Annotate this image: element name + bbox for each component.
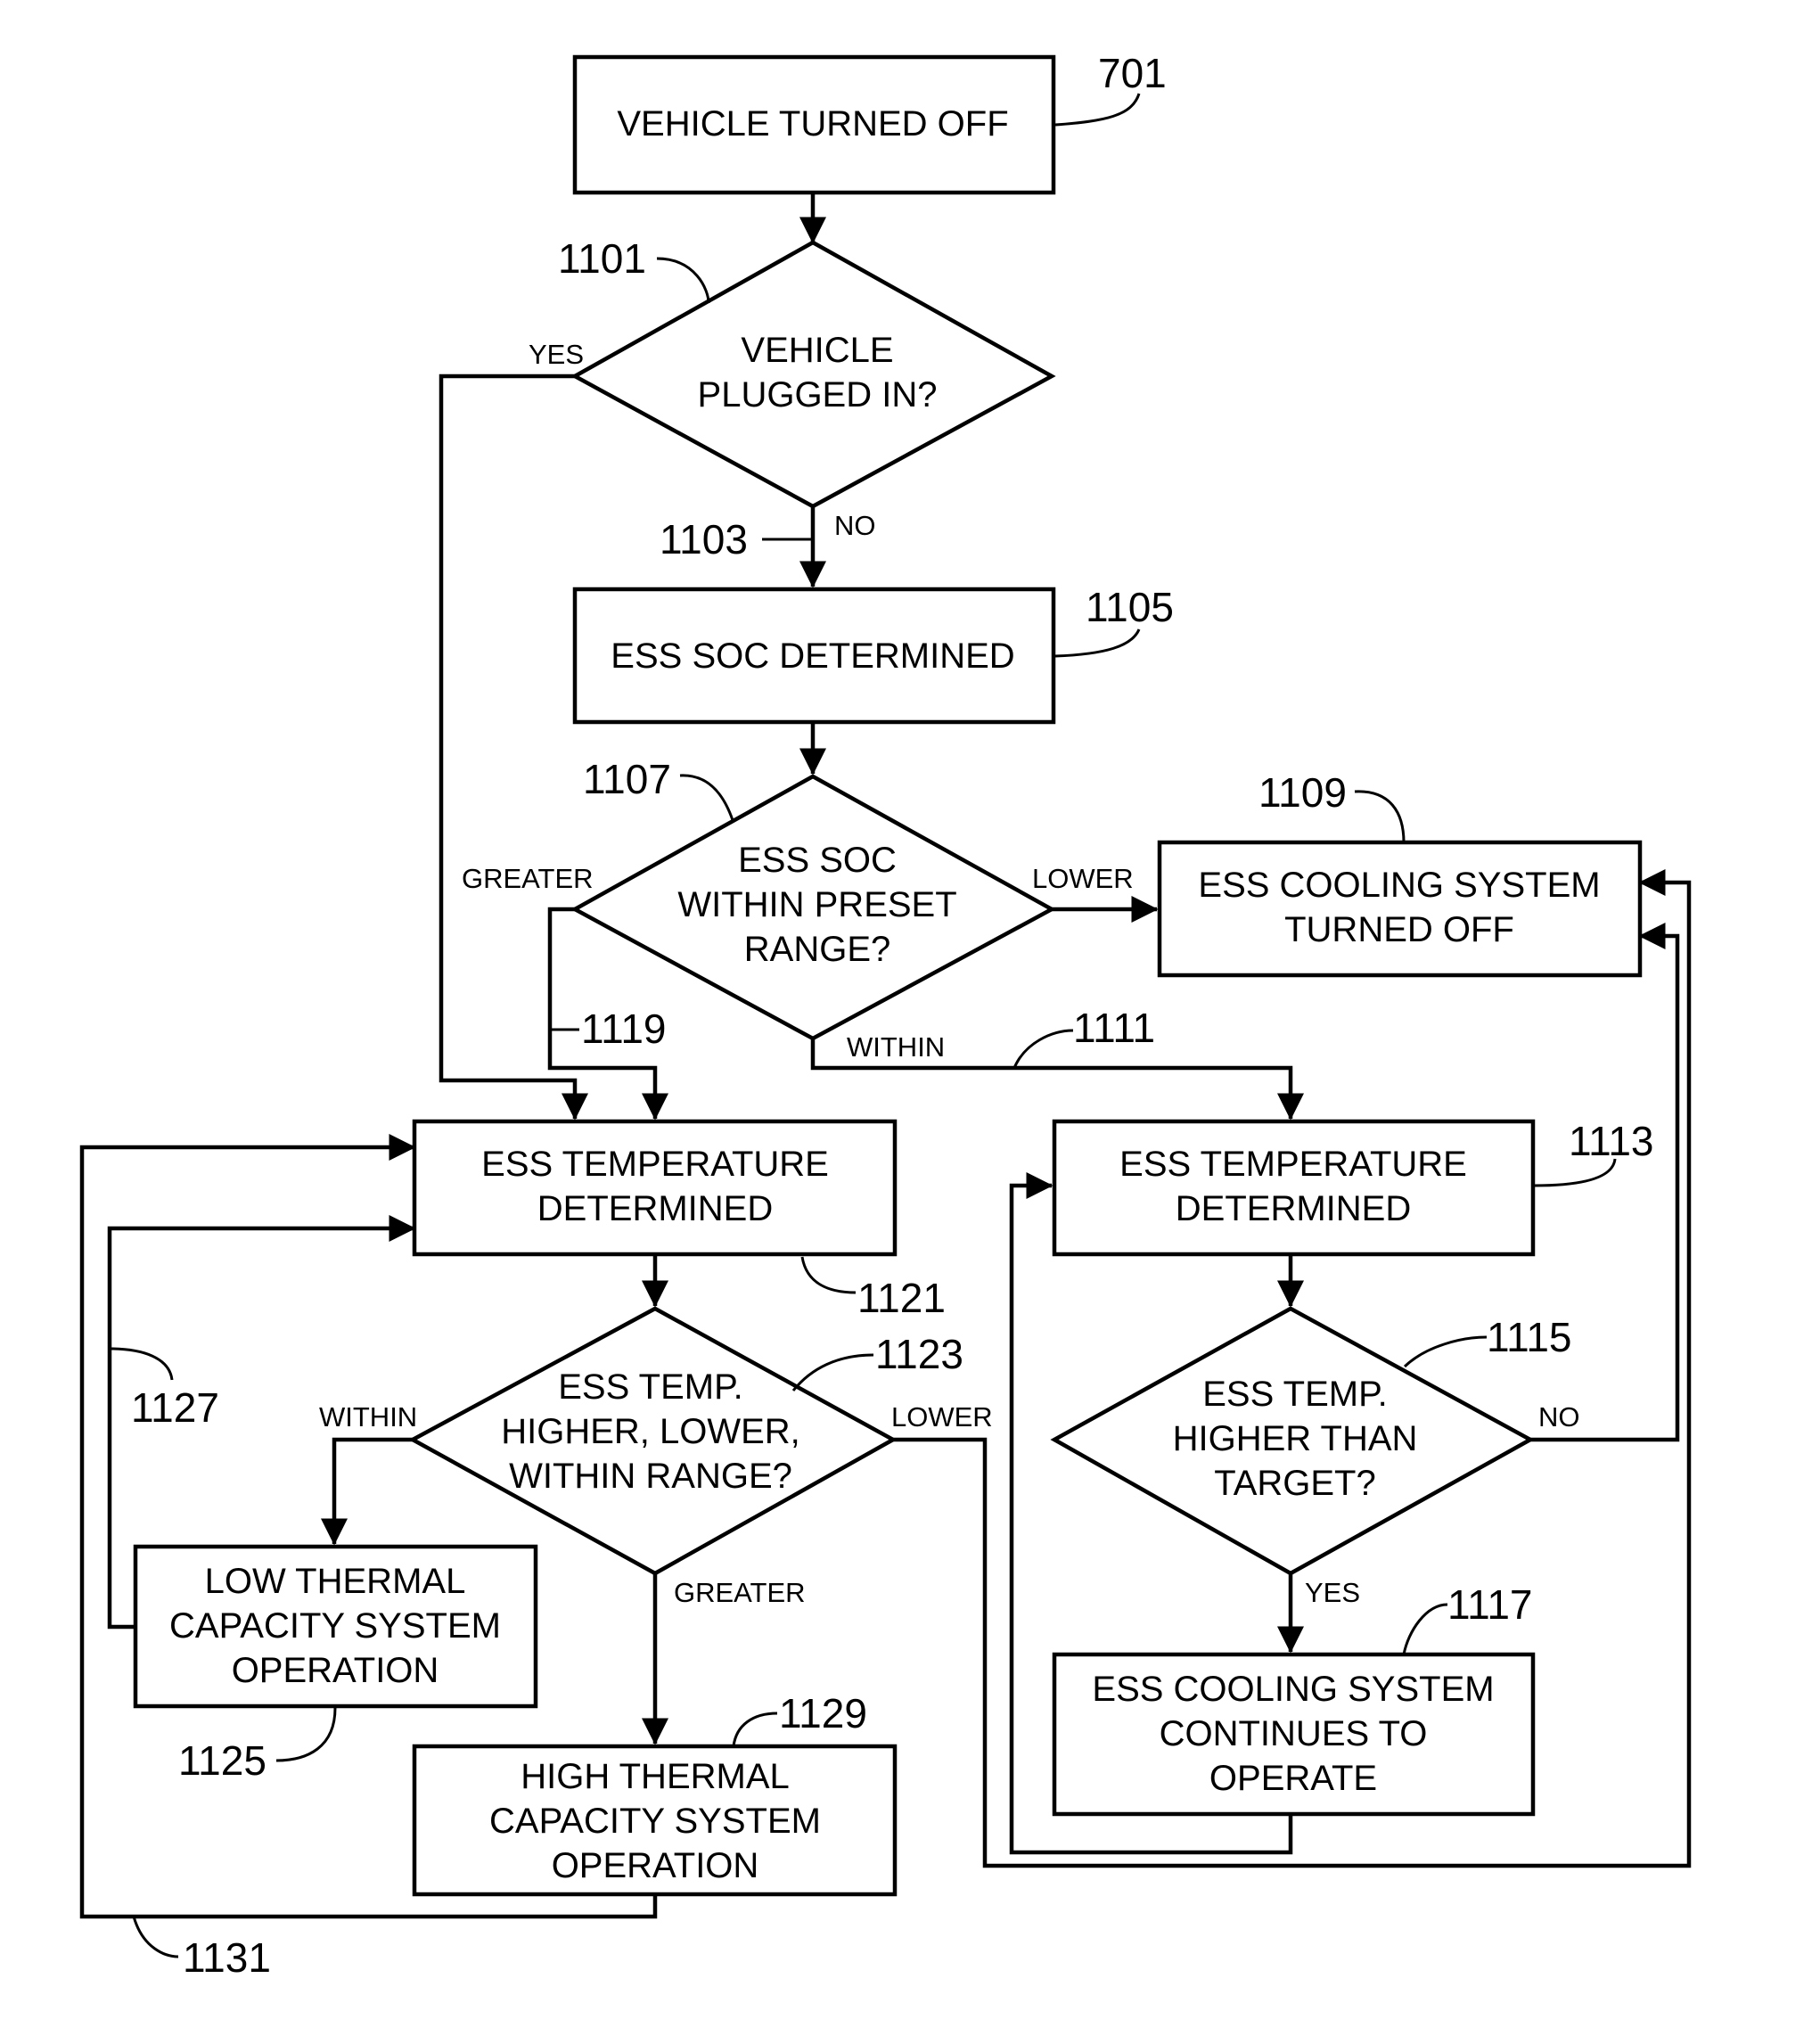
ref-1123: 1123 — [875, 1331, 963, 1377]
edge-label-soc-lower: LOWER — [1032, 863, 1134, 894]
ref-1129: 1129 — [779, 1690, 867, 1736]
node-1117-line-3: OPERATE — [1209, 1759, 1377, 1798]
reference-numerals: 701 1101 1103 1105 1107 1109 1111 1113 1… — [131, 50, 1654, 1981]
node-1107-line-3: RANGE? — [744, 930, 891, 969]
leader-1121 — [800, 1256, 857, 1294]
edge-1107-within-to-1113 — [810, 1039, 1304, 1121]
node-1123-line-2: HIGHER, LOWER, — [501, 1412, 800, 1451]
process-box-1105: ESS SOC DETERMINED — [572, 587, 1056, 725]
process-box-701: VEHICLE TURNED OFF — [572, 54, 1056, 195]
node-1107-line-1: ESS SOC — [738, 841, 897, 880]
node-1129-line-3: OPERATION — [552, 1846, 759, 1885]
edge-label-target-no: NO — [1538, 1401, 1580, 1433]
edge-labels: YES NO GREATER LOWER WITHIN WITHIN LOWER… — [319, 339, 1580, 1608]
node-1107-line-2: WITHIN PRESET — [677, 885, 956, 924]
node-1125-line-2: CAPACITY SYSTEM — [169, 1606, 501, 1646]
node-1115-line-3: TARGET? — [1214, 1464, 1376, 1503]
ref-1125: 1125 — [178, 1737, 266, 1784]
edge-1117-loop-to-1113 — [1009, 1172, 1293, 1855]
ref-1107: 1107 — [583, 756, 671, 802]
ref-1119: 1119 — [581, 1006, 667, 1052]
edge-1123-within-to-1125 — [321, 1437, 413, 1546]
ref-1115: 1115 — [1487, 1314, 1572, 1360]
node-1123-line-3: WITHIN RANGE? — [509, 1457, 792, 1496]
ref-1109: 1109 — [1258, 769, 1347, 816]
node-1125-line-1: LOW THERMAL — [205, 1562, 466, 1601]
process-box-1121: ESS TEMPERATURE DETERMINED — [412, 1119, 898, 1257]
node-1109-line-1: ESS COOLING SYSTEM — [1198, 866, 1600, 905]
leader-1101 — [656, 257, 710, 304]
node-1105-line-1: ESS SOC DETERMINED — [611, 636, 1014, 676]
ref-1111: 1111 — [1073, 1005, 1155, 1051]
connectors — [79, 193, 1692, 1919]
node-1101-line-2: PLUGGED IN? — [698, 375, 938, 415]
ref-1105: 1105 — [1086, 584, 1174, 630]
node-1129-line-1: HIGH THERMAL — [521, 1757, 790, 1796]
edge-1123-lower-to-1109 — [893, 869, 1692, 1868]
edge-1107-greater-to-1121 — [547, 907, 668, 1121]
ref-1113: 1113 — [1569, 1118, 1654, 1164]
node-1129-line-2: CAPACITY SYSTEM — [489, 1802, 821, 1841]
leader-1127 — [109, 1347, 174, 1381]
node-1117-line-2: CONTINUES TO — [1160, 1714, 1428, 1753]
node-1117-line-1: ESS COOLING SYSTEM — [1092, 1670, 1494, 1709]
node-1123-line-1: ESS TEMP. — [558, 1367, 743, 1407]
process-box-1129: HIGH THERMAL CAPACITY SYSTEM OPERATION — [412, 1744, 898, 1897]
edge-label-temp-lower: LOWER — [891, 1401, 993, 1433]
edge-1129-loop-to-1121 — [79, 1134, 658, 1919]
ref-1101: 1101 — [558, 235, 646, 282]
process-box-1125: LOW THERMAL CAPACITY SYSTEM OPERATION — [133, 1544, 538, 1709]
decision-diamond-1123: ESS TEMP. HIGHER, LOWER, WITHIN RANGE? — [408, 1306, 898, 1576]
node-1113-line-1: ESS TEMPERATURE — [1119, 1145, 1467, 1184]
leader-1117 — [1402, 1603, 1448, 1655]
edge-label-temp-greater: GREATER — [674, 1577, 806, 1608]
edge-label-soc-greater: GREATER — [462, 863, 594, 894]
ref-1117: 1117 — [1447, 1581, 1533, 1628]
node-1121-line-1: ESS TEMPERATURE — [481, 1145, 829, 1184]
decision-diamond-1107: ESS SOC WITHIN PRESET RANGE? — [570, 774, 1056, 1041]
ref-1103: 1103 — [660, 516, 748, 562]
node-1115-line-1: ESS TEMP. — [1202, 1375, 1388, 1414]
node-1101-line-1: VEHICLE — [741, 331, 893, 370]
edge-1125-loop-to-1121 — [107, 1215, 416, 1630]
leader-701 — [1054, 93, 1141, 127]
node-1109-line-2: TURNED OFF — [1284, 910, 1514, 949]
ref-1131: 1131 — [183, 1934, 271, 1981]
edge-label-plugged-yes: YES — [529, 339, 584, 370]
ref-1121: 1121 — [857, 1275, 946, 1321]
leader-1129 — [732, 1712, 778, 1747]
leader-1111 — [1012, 1029, 1074, 1069]
leader-1125 — [275, 1707, 337, 1762]
decision-diamond-1115: ESS TEMP. HIGHER THAN TARGET? — [1050, 1306, 1535, 1576]
node-1121-line-2: DETERMINED — [537, 1189, 773, 1228]
node-1125-line-3: OPERATION — [232, 1651, 439, 1690]
nodes: VEHICLE TURNED OFF VEHICLE PLUGGED IN? E… — [133, 54, 1643, 1897]
node-1115-line-2: HIGHER THAN — [1173, 1419, 1418, 1458]
leader-1123 — [791, 1353, 874, 1392]
reference-leaders — [109, 93, 1617, 1958]
node-1113-line-2: DETERMINED — [1176, 1189, 1411, 1228]
leader-1113 — [1534, 1158, 1617, 1187]
edge-label-soc-within: WITHIN — [847, 1031, 945, 1063]
ref-1127: 1127 — [131, 1384, 219, 1431]
leader-1107 — [679, 774, 734, 821]
node-701-line-1: VEHICLE TURNED OFF — [617, 104, 1008, 144]
process-box-1113: ESS TEMPERATURE DETERMINED — [1052, 1119, 1536, 1257]
leader-1131 — [132, 1916, 179, 1958]
leader-1115 — [1403, 1335, 1488, 1368]
edge-1115-no-to-1109 — [1530, 923, 1680, 1442]
process-box-1117: ESS COOLING SYSTEM CONTINUES TO OPERATE — [1052, 1652, 1536, 1817]
edge-1101-yes-to-1121 — [439, 374, 588, 1121]
leader-1105 — [1054, 628, 1141, 658]
edge-label-target-yes: YES — [1305, 1577, 1360, 1608]
edge-label-temp-within: WITHIN — [319, 1401, 417, 1433]
edge-label-plugged-no: NO — [834, 510, 876, 541]
ref-701: 701 — [1098, 50, 1167, 96]
process-box-1109: ESS COOLING SYSTEM TURNED OFF — [1157, 840, 1643, 978]
decision-diamond-1101: VEHICLE PLUGGED IN? — [570, 240, 1056, 509]
leader-1109 — [1354, 790, 1406, 843]
